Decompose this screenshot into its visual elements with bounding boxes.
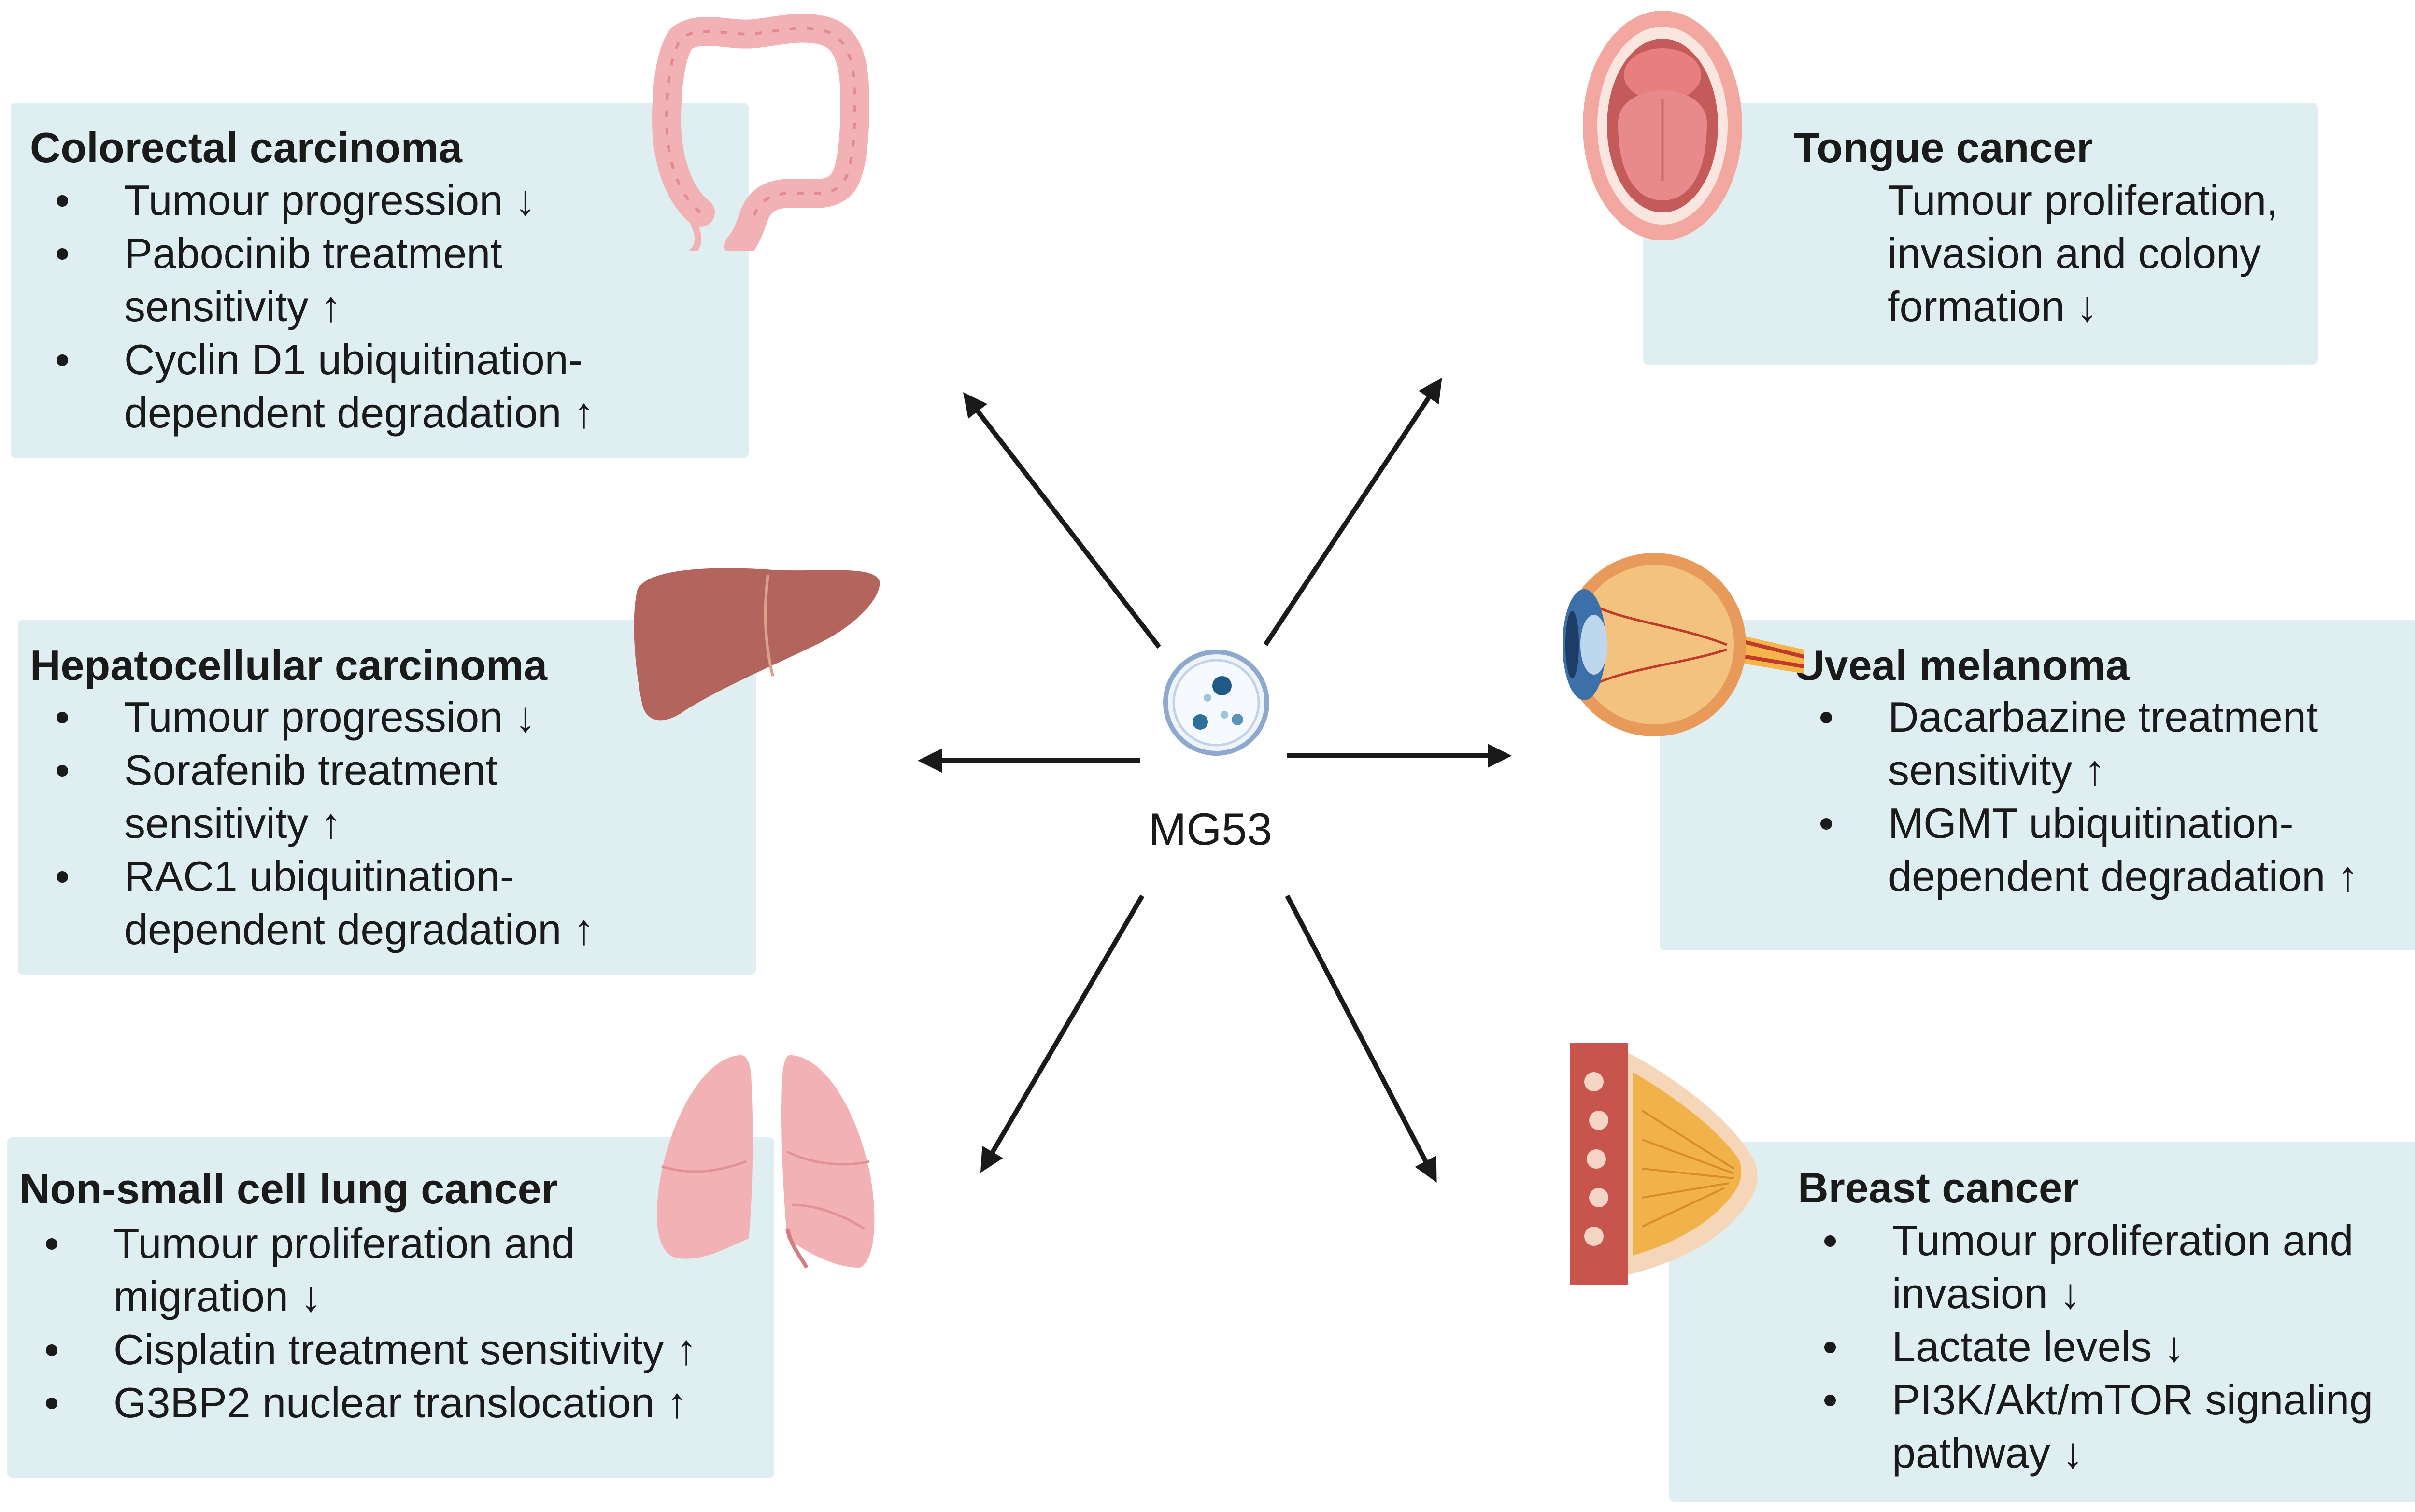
list-item-text: Tumour progression ↓ — [124, 176, 536, 224]
list-item-text-cont: sensitivity ↑ — [124, 283, 341, 330]
arrow-to-nsclc — [980, 894, 1145, 1173]
arrow-to-colorectal — [963, 392, 1161, 649]
list-item-text: Sorafenib treatment — [124, 746, 497, 794]
tongue-title: Tongue cancer — [1794, 124, 2093, 171]
list-item-text-cont: sensitivity ↑ — [124, 799, 341, 847]
list-item-text-cont: pathway ↓ — [1892, 1429, 2084, 1477]
list-item: PI3K/Akt/mTOR signaling pathway ↓ — [1798, 1373, 2373, 1480]
tongue-text: Tumour proliferation, invasion and colon… — [1888, 174, 2278, 333]
breast-icon — [1570, 1043, 1758, 1285]
list-item: RAC1 ubiquitination-dependent degradatio… — [30, 850, 595, 956]
list-item-text: Tumour proliferation and — [114, 1219, 575, 1267]
list-item: Sorafenib treatment sensitivity ↑ — [30, 744, 595, 850]
uveal-title: Uveal melanoma — [1794, 641, 2130, 689]
mouth-tongue-icon — [1583, 11, 1742, 240]
list-item-text: Cyclin D1 ubiquitination- — [124, 336, 582, 383]
list-item-text: Tumour progression ↓ — [124, 693, 536, 741]
list-item-text: Cisplatin treatment sensitivity ↑ — [114, 1326, 697, 1373]
list-item-text-cont: dependent degradation ↑ — [1888, 852, 2358, 900]
nsclc-list: Tumour proliferation and migration ↓ Cisp… — [19, 1217, 697, 1429]
tongue-text-line: invasion and colony — [1888, 229, 2261, 277]
list-item-text: RAC1 ubiquitination- — [124, 852, 514, 900]
tongue-box — [1643, 103, 2318, 365]
uveal-list: Dacarbazine treatment sensitivity ↑ MGMT … — [1794, 691, 2358, 903]
list-item: Tumour progression ↓ — [30, 174, 595, 227]
list-item-text-cont: sensitivity ↑ — [1888, 746, 2105, 794]
list-item-text: Pabocinib treatment — [124, 229, 502, 277]
colon-icon — [652, 14, 869, 251]
nsclc-box — [7, 1137, 774, 1478]
list-item: Tumour proliferation and migration ↓ — [19, 1217, 697, 1323]
eye-icon — [1563, 553, 1804, 736]
lungs-icon — [657, 1055, 875, 1269]
list-item-text-cont: dependent degradation ↑ — [124, 389, 595, 437]
breast-box — [1669, 1142, 2415, 1502]
arrow-to-tongue — [1263, 377, 1442, 646]
list-item: Pabocinib treatment sensitivity ↑ — [30, 227, 595, 333]
nsclc-title: Non-small cell lung cancer — [19, 1165, 558, 1213]
list-item-text: Tumour proliferation and — [1892, 1216, 2354, 1264]
breast-title: Breast cancer — [1798, 1164, 2079, 1212]
list-item-text: PI3K/Akt/mTOR signaling — [1892, 1376, 2373, 1424]
list-item: MGMT ubiquitination-dependent degradatio… — [1794, 797, 2358, 903]
list-item-text: G3BP2 nuclear translocation ↑ — [114, 1379, 688, 1427]
center-label: MG53 — [1149, 804, 1272, 854]
list-item-text-cont: migration ↓ — [114, 1272, 322, 1320]
liver-icon — [634, 568, 880, 721]
list-item: Tumour proliferation and invasion ↓ — [1798, 1214, 2373, 1320]
hepatocellular-title: Hepatocellular carcinoma — [30, 641, 548, 689]
cell-dish-icon — [1163, 650, 1269, 756]
list-item: Cisplatin treatment sensitivity ↑ — [19, 1323, 697, 1376]
list-item: Lactate levels ↓ — [1798, 1320, 2373, 1373]
hepatocellular-list: Tumour progression ↓ Sorafenib treatment… — [30, 691, 595, 956]
colorectal-list: Tumour progression ↓ Pabocinib treatment… — [30, 174, 595, 439]
breast-list: Tumour proliferation and invasion ↓ Lacta… — [1798, 1214, 2373, 1480]
tongue-text-line: formation ↓ — [1888, 283, 2098, 330]
colorectal-box — [11, 103, 749, 458]
list-item: Dacarbazine treatment sensitivity ↑ — [1794, 691, 2358, 797]
colorectal-title: Colorectal carcinoma — [30, 124, 462, 171]
list-item: Tumour progression ↓ — [30, 691, 595, 744]
list-item-text: MGMT ubiquitination- — [1888, 799, 2294, 847]
arrow-to-breast — [1285, 894, 1437, 1183]
uveal-box — [1660, 620, 2415, 950]
list-item: Cyclin D1 ubiquitination-dependent degra… — [30, 333, 595, 439]
hepatocellular-box — [18, 620, 756, 975]
list-item: G3BP2 nuclear translocation ↑ — [19, 1376, 697, 1429]
list-item-text-cont: invasion ↓ — [1892, 1270, 2081, 1317]
list-item-text-cont: dependent degradation ↑ — [124, 905, 595, 953]
tongue-text-line: Tumour proliferation, — [1888, 176, 2278, 224]
list-item-text: Dacarbazine treatment — [1888, 693, 2318, 741]
list-item-text: Lactate levels ↓ — [1892, 1323, 2185, 1371]
